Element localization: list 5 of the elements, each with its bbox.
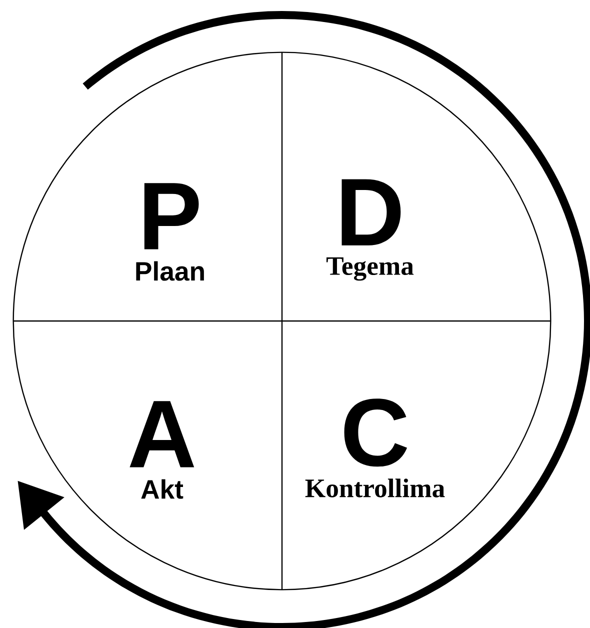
quadrant-label: D Tegema: [326, 179, 414, 281]
quadrant-label: P Plaan: [136, 183, 204, 281]
quadrant-label: A Akt: [130, 401, 194, 499]
circle-diagram: [12, 52, 552, 590]
quadrant-label: C Kontrollima: [305, 398, 445, 498]
